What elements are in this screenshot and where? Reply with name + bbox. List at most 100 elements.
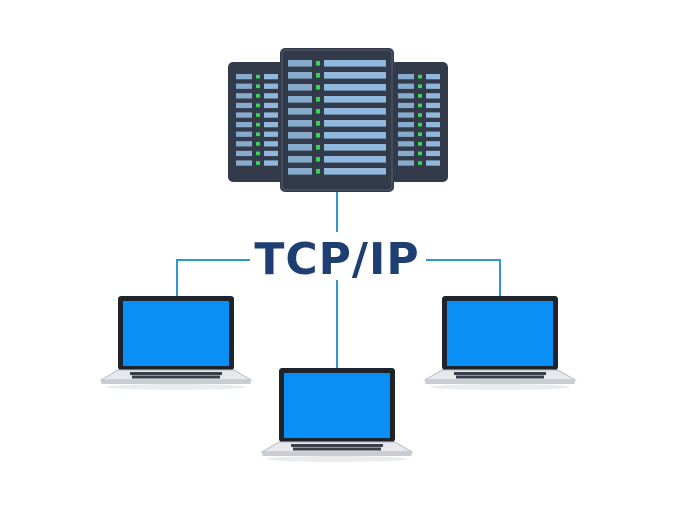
connector-to-left-laptop (176, 259, 250, 296)
server-led (316, 144, 320, 150)
server-led (316, 168, 320, 174)
server-drive-bay (426, 83, 440, 89)
server-drive-slot (236, 74, 252, 80)
server-drive-slot (288, 168, 312, 175)
server-drive-bay (426, 93, 440, 99)
server-drive-slot (288, 84, 312, 91)
server-led (316, 72, 320, 78)
server-drive-slot (236, 112, 252, 118)
laptop-shadow (267, 456, 407, 462)
server-led (256, 132, 260, 137)
server-led (418, 141, 422, 146)
server-drive-bay (426, 74, 440, 80)
server-drive-bay (264, 102, 278, 109)
connector-to-right-laptop (426, 259, 501, 296)
server-led (316, 120, 320, 126)
server-led (418, 93, 422, 98)
server-led (316, 132, 320, 138)
server-unit-left (228, 62, 286, 182)
laptop-bottom-edge (262, 452, 412, 456)
server-drive-bay (264, 122, 278, 128)
server-drive-bay (426, 122, 440, 128)
server-drive-bay (426, 112, 440, 118)
server-led (316, 108, 320, 114)
server-drive-slot (236, 122, 252, 128)
server-led (418, 74, 422, 79)
server-drive-bay (324, 60, 386, 67)
server-drive-slot (398, 83, 414, 89)
server-drive-slot (288, 60, 312, 67)
server-unit-center (280, 48, 394, 192)
laptop-icon (260, 368, 414, 462)
server-unit-right (390, 62, 448, 182)
server-led (256, 122, 260, 127)
server-drive-slot (398, 112, 414, 118)
laptop-shadow (430, 384, 570, 390)
server-drive-bay (324, 168, 386, 175)
server-drive-slot (236, 141, 252, 147)
server-drive-slot (288, 144, 312, 151)
server-drive-slot (398, 122, 414, 128)
server-led (418, 103, 422, 108)
server-drive-bay (426, 131, 440, 137)
server-led (256, 161, 260, 165)
server-led (418, 122, 422, 127)
server-led (316, 156, 320, 162)
server-drive-slot (236, 160, 252, 166)
server-drive-bay (426, 141, 440, 147)
laptop-shadow (106, 384, 246, 390)
server-drive-slot (288, 96, 312, 103)
server-led (418, 132, 422, 137)
server-drive-slot (398, 131, 414, 137)
server-drive-slot (236, 150, 252, 157)
server-led (256, 93, 260, 98)
server-drive-slot (236, 102, 252, 109)
laptop-keyboard-row (130, 372, 222, 375)
server-drive-bay (264, 74, 278, 80)
server-drive-bay (324, 156, 386, 163)
server-drive-bay (324, 120, 386, 127)
server-led (256, 84, 260, 89)
server-drive-bay (426, 150, 440, 157)
server-drive-slot (288, 132, 312, 139)
server-drive-slot (236, 93, 252, 99)
laptop-keyboard-row (454, 372, 546, 375)
server-drive-bay (264, 112, 278, 118)
server-drive-slot (398, 141, 414, 147)
server-led (256, 103, 260, 108)
server-led (256, 141, 260, 146)
server-drive-bay (324, 132, 386, 139)
connector-lines (176, 190, 501, 368)
server-drive-slot (398, 160, 414, 166)
laptop-screen (123, 301, 229, 366)
server-led (418, 84, 422, 89)
server-led (418, 161, 422, 165)
server-drive-bay (324, 108, 386, 115)
server-drive-slot (398, 74, 414, 80)
server-drive-slot (288, 108, 312, 115)
server-drive-bay (264, 160, 278, 166)
server-drive-slot (398, 150, 414, 157)
server-drive-bay (264, 141, 278, 147)
laptop-keyboard-row (456, 375, 544, 379)
server-led (418, 151, 422, 156)
server-drive-bay (426, 102, 440, 109)
server-drive-slot (288, 72, 312, 79)
laptop-keyboard-row (291, 444, 383, 447)
server-drive-bay (324, 72, 386, 79)
server-drive-bay (264, 93, 278, 99)
server-drive-slot (398, 102, 414, 109)
laptop-icon (423, 296, 577, 390)
server-led (256, 74, 260, 79)
server-drive-bay (324, 96, 386, 103)
server-drive-bay (264, 131, 278, 137)
diagram-label: TCP/IP (254, 234, 419, 285)
laptop-icon (99, 296, 253, 390)
laptop-screen (284, 373, 390, 438)
server-drive-bay (426, 160, 440, 166)
laptop-bottom-edge (101, 380, 251, 384)
server-drive-bay (264, 150, 278, 157)
server-led (316, 60, 320, 66)
server-drive-slot (236, 131, 252, 137)
